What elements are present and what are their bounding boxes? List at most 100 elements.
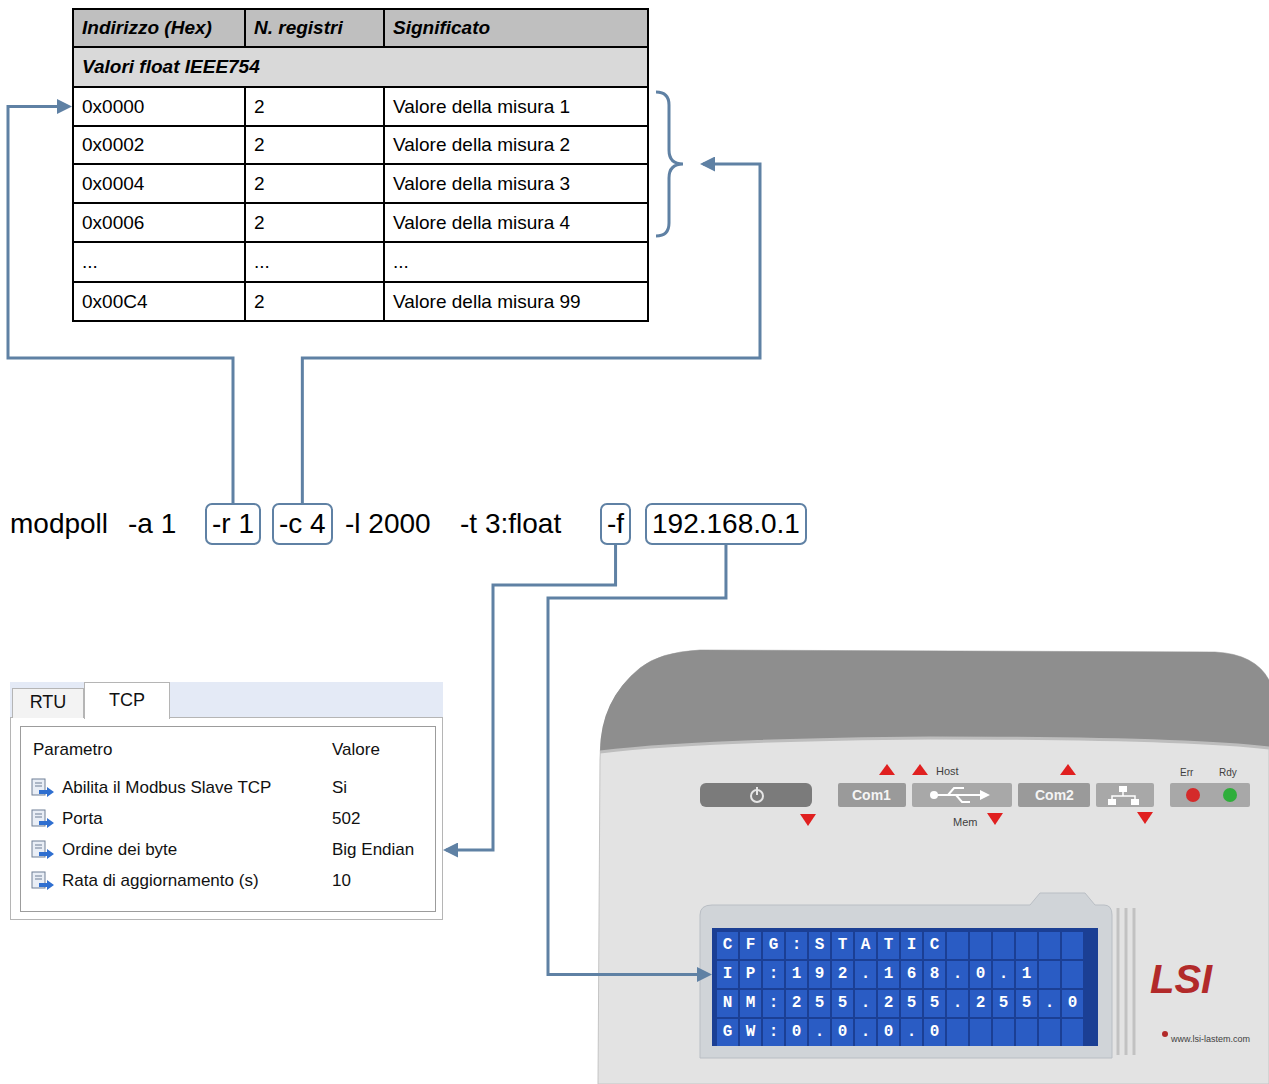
text-slot: Abilita il Modbus Slave TCP (62, 778, 271, 798)
label-slot: Com1 (852, 786, 891, 804)
table-cell: Valore della misura 4 (385, 204, 649, 243)
led-label: Rdy (1219, 767, 1237, 779)
device-body (598, 650, 1269, 1084)
panel-text: 502 (332, 809, 360, 829)
lcd-text: NM:255.255.255.0 (717, 990, 1091, 1017)
table-cell-text: Indirizzo (Hex) (74, 17, 212, 39)
lcd-row: GW:0.0.0.0 (717, 1019, 953, 1046)
table-cell-text: 0x0000 (74, 96, 144, 118)
icon-arrow (39, 818, 54, 828)
icon-lines (35, 783, 42, 786)
property-icon (30, 809, 56, 829)
ready-led (1223, 788, 1237, 802)
table-cell: 0x00C4 (74, 283, 246, 322)
table-cell-text: 2 (246, 173, 265, 195)
lcd-cell (1016, 932, 1037, 959)
label-slot: Com2 (1035, 786, 1074, 804)
table-cell-text: N. registri (246, 17, 343, 39)
label-slot: LSI (1150, 956, 1212, 1002)
panel-text: RTU (30, 688, 67, 716)
lcd-cell (993, 1019, 1014, 1046)
lcd-grid (717, 932, 1083, 1046)
label-slot: www.lsi-lastem.com (1171, 1028, 1250, 1046)
indicator-triangle (1137, 812, 1153, 824)
command-option: -t 3:float (460, 507, 561, 541)
power-button (700, 783, 812, 807)
network-icon (1119, 786, 1127, 792)
label-slot: Rdy (1219, 762, 1237, 780)
lcd-cell (1039, 932, 1060, 959)
table-cell-text: 0x00C4 (74, 291, 148, 313)
lcd-cell (970, 1019, 991, 1046)
text-slot: 502 (332, 809, 360, 829)
network-icon (1122, 792, 1124, 796)
label-slot: -t 3:float (460, 507, 561, 541)
indicator-triangle (987, 813, 1003, 825)
table-cell: Valore della misura 1 (385, 88, 649, 127)
property-icon (30, 871, 56, 891)
power-icon (756, 787, 758, 795)
lcd-text: GW:0.0.0.0 (717, 1019, 953, 1046)
table-cell: 0x0004 (74, 165, 246, 204)
command-option: -l 2000 (345, 507, 431, 541)
usb-icon (930, 791, 938, 799)
table-cell-text: 2 (246, 212, 265, 234)
text-slot: Big Endian (332, 840, 414, 860)
lcd-background (712, 928, 1098, 1046)
label-slot: Host (936, 761, 959, 779)
indicator-triangle (879, 764, 895, 775)
port-label: Mem (953, 816, 977, 829)
label-slot: Err (1180, 762, 1193, 780)
table-cell-text: Valore della misura 99 (385, 291, 581, 313)
settings-panel: RTU TCP Parametro ValoreAbilita il Modbus S… (10, 682, 443, 920)
text-slot: RTU (12, 688, 84, 716)
table-cell: Valore della misura 3 (385, 165, 649, 204)
lcd-bezel (700, 893, 1112, 1058)
table-cell: N. registri (246, 10, 385, 48)
table-cell-text: 0x0006 (74, 212, 144, 234)
table-cell-text: Valore della misura 4 (385, 212, 570, 234)
com1-button (838, 783, 906, 807)
table-cell: 2 (246, 127, 385, 165)
table-cell: 2 (246, 283, 385, 322)
lcd-text: CFG:STATIC (717, 932, 953, 959)
lcd-row: CFG:STATIC (717, 932, 953, 959)
lcd-display: CFG:STATICIP:192.168.0.1NM:255.255.255.0… (712, 928, 1098, 1046)
table-cell: 0x0006 (74, 204, 246, 243)
text-slot: Ordine dei byte (62, 840, 177, 860)
command-word: modpoll (10, 507, 108, 541)
panel-text: Valore (332, 740, 380, 760)
icon-lines (35, 814, 42, 817)
icon-arrow (39, 787, 54, 797)
table-cell: 0x0002 (74, 127, 246, 165)
table-cell-text: ... (74, 251, 98, 273)
lcd-cell (1062, 961, 1083, 988)
status-leds-panel (1170, 783, 1250, 807)
panel-text: Rata di aggiornamento (s) (62, 871, 259, 891)
command-option-box: -r 1 (205, 503, 261, 545)
lcd-cell (1062, 932, 1083, 959)
brand-logo: LSI (1150, 956, 1212, 1002)
table-cell: Indirizzo (Hex) (74, 10, 246, 48)
lcd-row: NM:255.255.255.0 (717, 990, 1091, 1017)
label-slot: modpoll (10, 507, 108, 541)
text-slot: Parametro (33, 740, 112, 760)
property-icon (30, 778, 56, 798)
network-icon (1108, 799, 1116, 805)
table-cell: Significato (385, 10, 649, 48)
button-label: Com2 (1035, 786, 1074, 804)
table-cell: 2 (246, 88, 385, 127)
lcd-text: IP:192.168.0.1 (717, 961, 1045, 988)
command-option-box: -c 4 (272, 503, 333, 545)
icon-arrow (39, 849, 54, 859)
panel-text: Big Endian (332, 840, 414, 860)
table-cell-text: Valori float IEEE754 (74, 56, 260, 78)
table-frame: Indirizzo (Hex) N. registri SignificatoVal… (72, 8, 649, 322)
table-cell-text: 0x0002 (74, 134, 144, 156)
text-slot: TCP (84, 685, 170, 715)
label-slot: Mem (953, 812, 977, 830)
command-text: -r 1 (212, 507, 254, 541)
lcd-cell (1039, 1019, 1060, 1046)
table-cell: ... (246, 243, 385, 283)
port-label: Host (936, 765, 959, 778)
